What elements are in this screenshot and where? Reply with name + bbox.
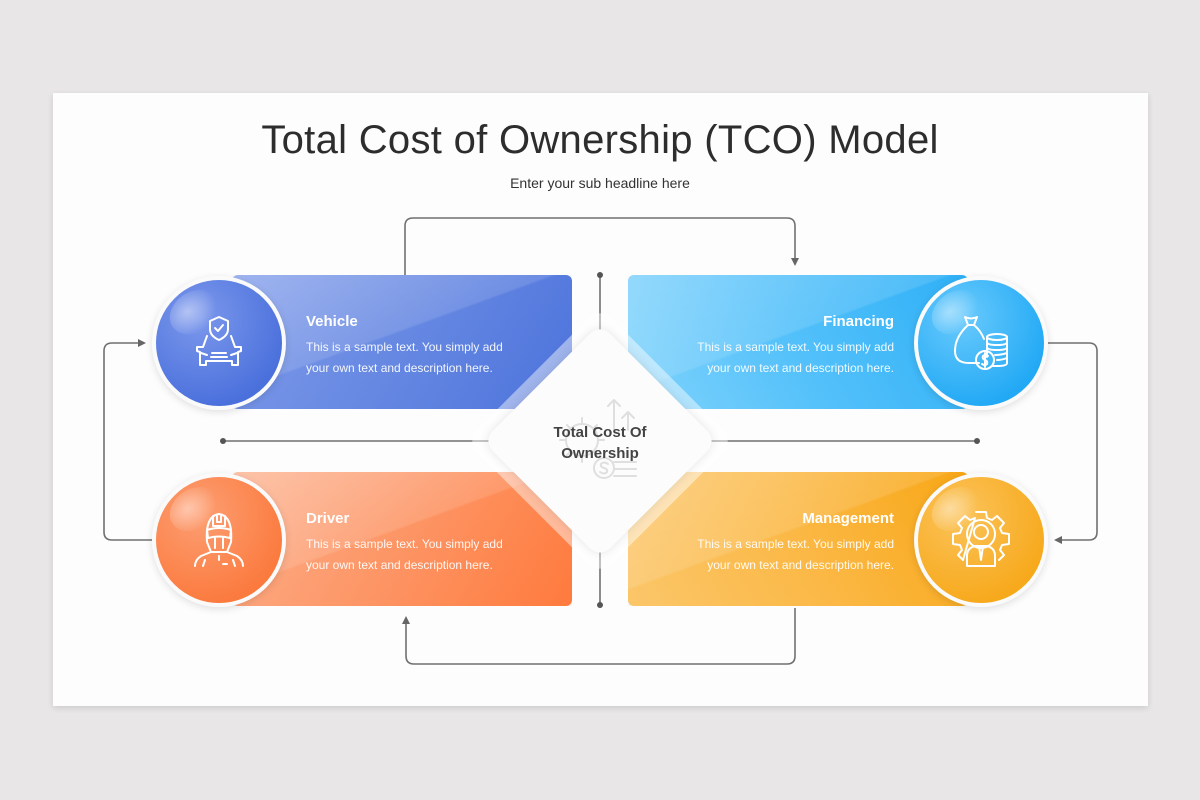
helmet-driver-icon <box>194 513 244 567</box>
card-driver-desc-line1: This is a sample text. You simply add <box>306 537 503 551</box>
card-financing-text: Financing This is a sample text. You sim… <box>674 313 894 379</box>
card-driver-desc-line2: your own text and description here. <box>306 558 493 572</box>
card-management-desc-line2: your own text and description here. <box>707 558 894 572</box>
card-management-title: Management <box>802 510 894 527</box>
card-shine <box>232 275 572 409</box>
card-vehicle-desc-line2: your own text and description here. <box>306 361 493 375</box>
card-vehicle-text: Vehicle This is a sample text. You simpl… <box>306 313 526 379</box>
driver-icon-badge <box>152 473 286 607</box>
card-driver-title: Driver <box>306 510 350 527</box>
card-driver: Driver This is a sample text. You simply… <box>232 472 572 606</box>
center-label: Total Cost Of Ownership <box>520 422 680 464</box>
center-label-line2: Ownership <box>561 445 639 462</box>
card-management-desc-line1: This is a sample text. You simply add <box>697 537 894 551</box>
card-vehicle: Vehicle This is a sample text. You simpl… <box>232 275 572 409</box>
card-shine <box>232 472 572 606</box>
card-financing: Financing This is a sample text. You sim… <box>628 275 968 409</box>
slide-title: Total Cost of Ownership (TCO) Model <box>261 118 939 162</box>
card-driver-text: Driver This is a sample text. You simply… <box>306 510 526 576</box>
car-shield-icon <box>196 316 242 366</box>
management-icon-badge <box>914 473 1048 607</box>
card-shine <box>628 275 968 409</box>
card-shine <box>628 472 968 606</box>
money-bag-coins-icon <box>954 316 1008 370</box>
card-management-text: Management This is a sample text. You si… <box>674 510 894 576</box>
card-vehicle-desc-line1: This is a sample text. You simply add <box>306 340 503 354</box>
center-label-line1: Total Cost Of <box>553 424 647 441</box>
vehicle-icon-badge <box>152 276 286 410</box>
card-financing-title: Financing <box>823 313 894 330</box>
card-financing-desc-line2: your own text and description here. <box>707 361 894 375</box>
card-vehicle-title: Vehicle <box>306 313 358 330</box>
gear-person-icon <box>952 511 1010 567</box>
gear-dollar-growth-icon <box>559 399 637 479</box>
card-financing-desc-line1: This is a sample text. You simply add <box>697 340 894 354</box>
financing-icon-badge <box>914 276 1048 410</box>
card-management: Management This is a sample text. You si… <box>628 472 968 606</box>
slide-subtitle: Enter your sub headline here <box>510 175 690 191</box>
